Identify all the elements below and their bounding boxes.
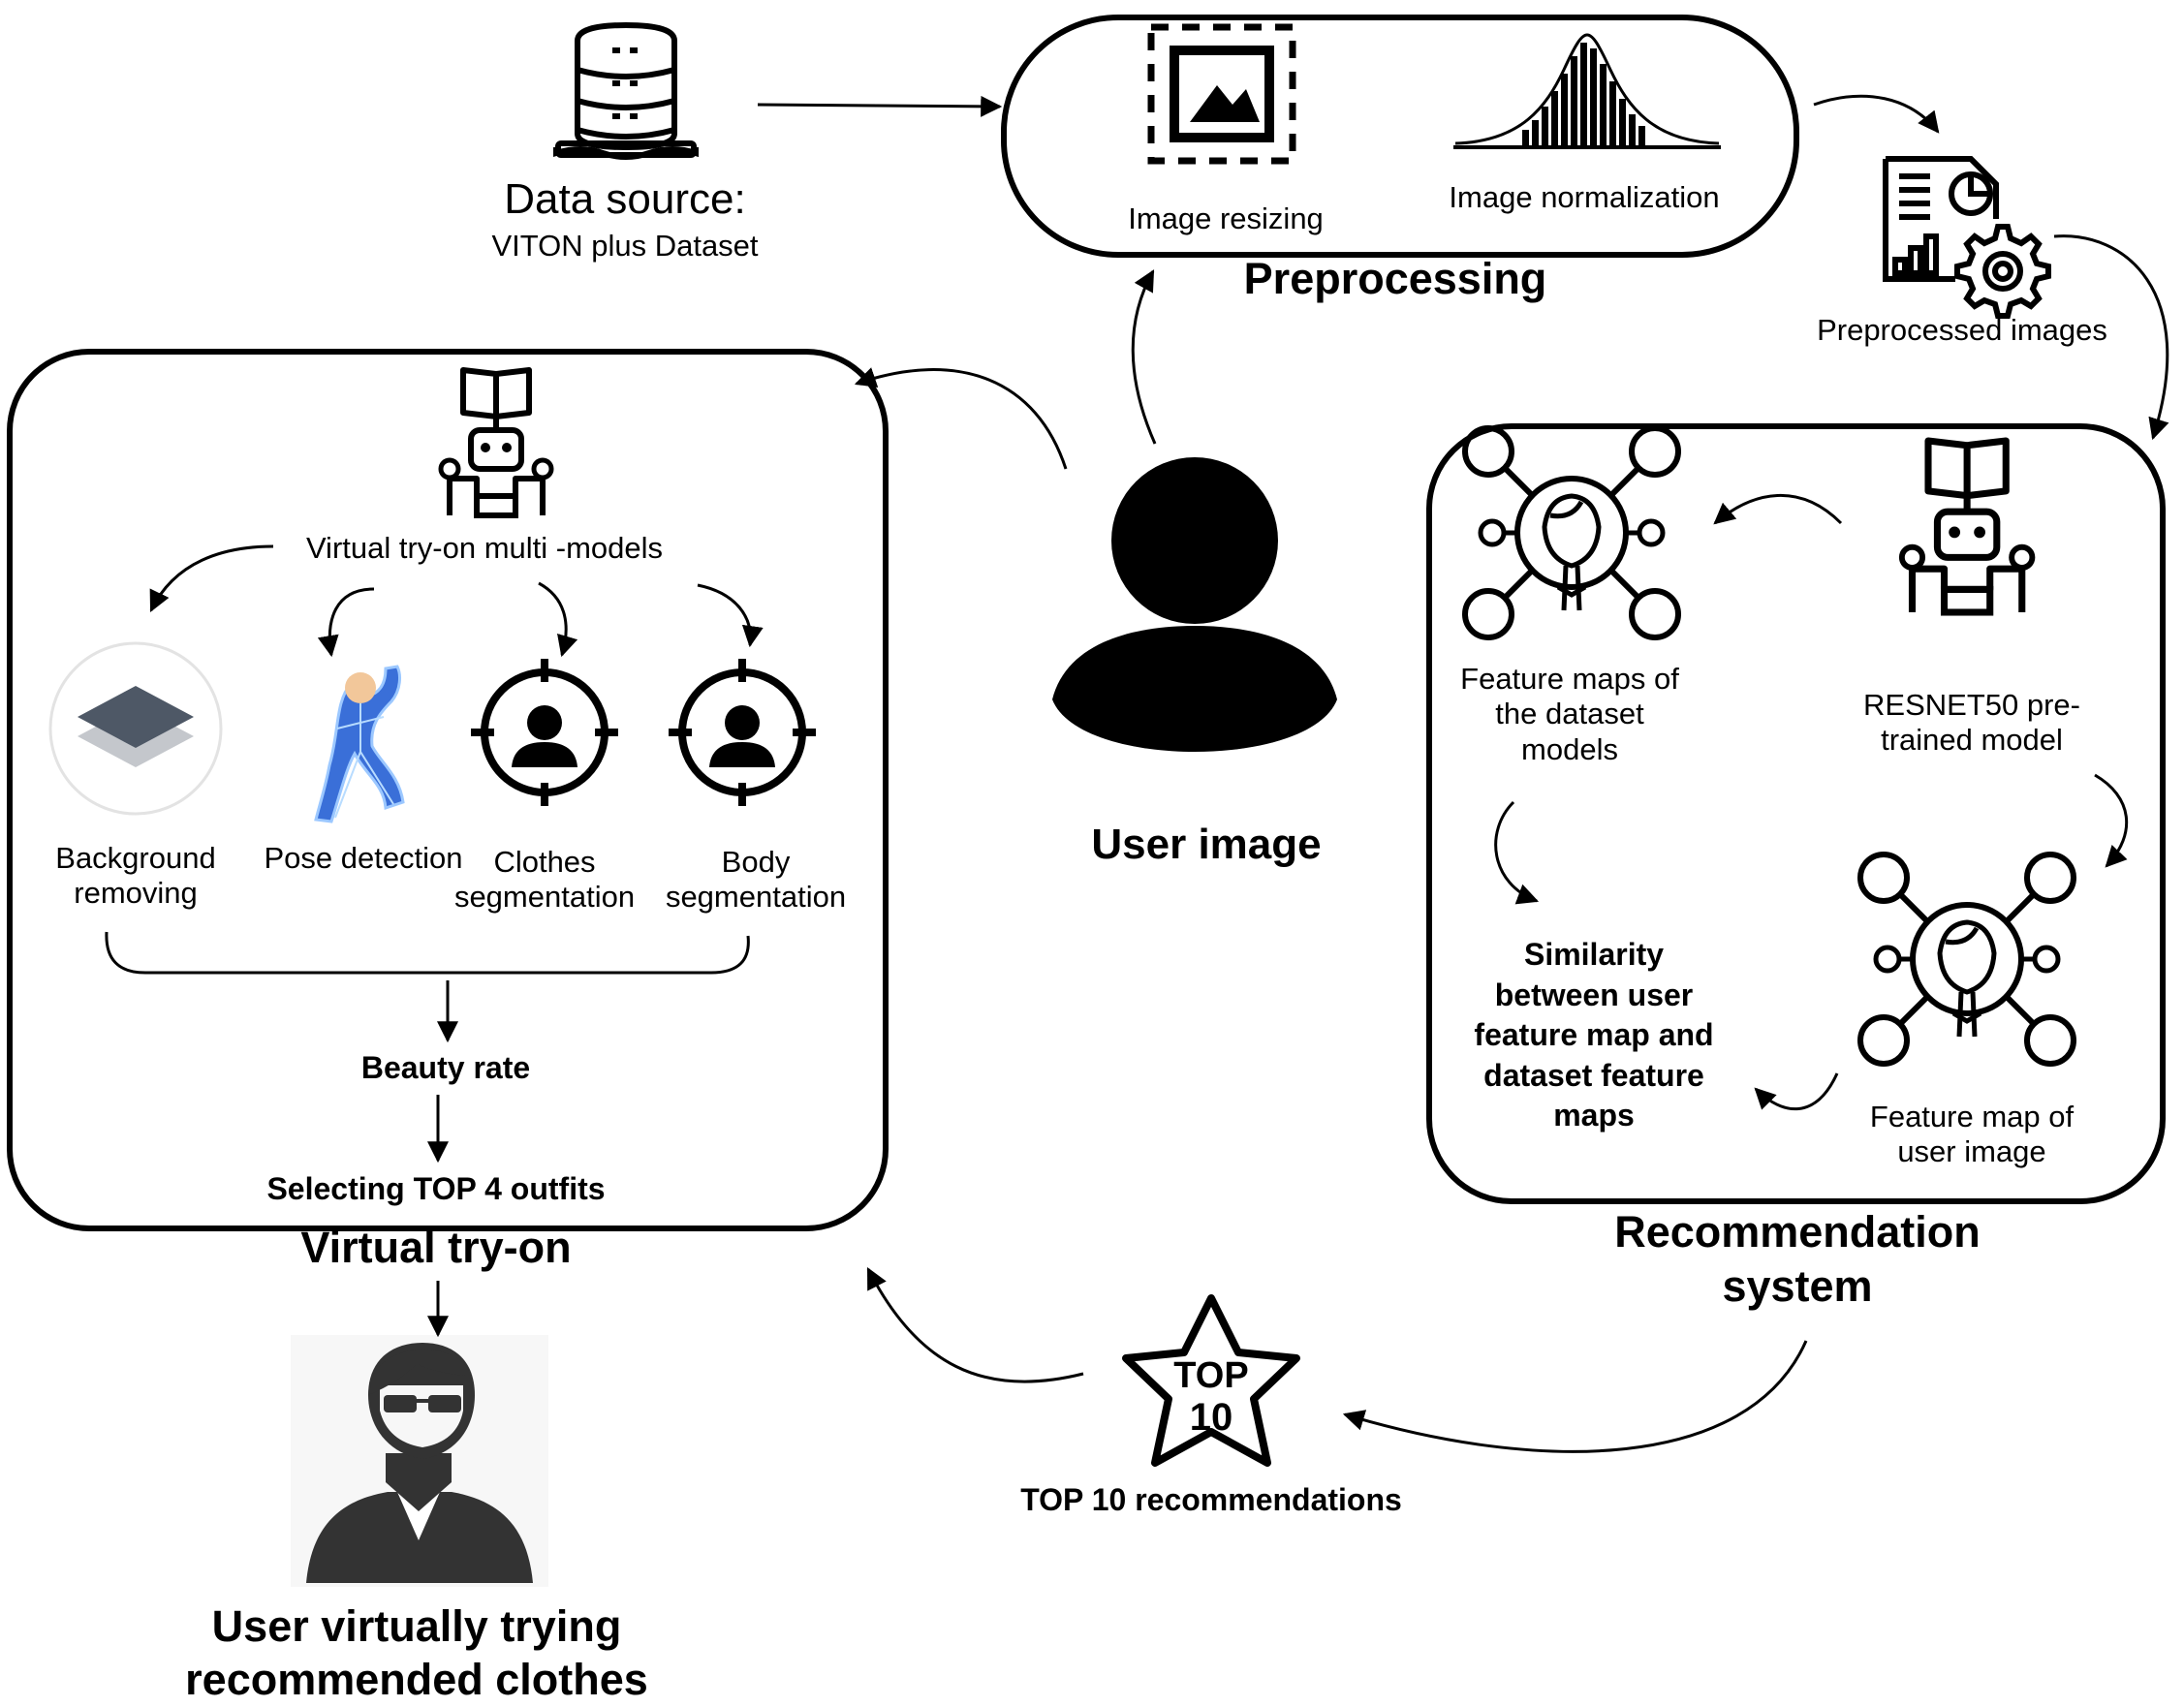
final-caption: User virtually trying recommended clothe… [126,1600,707,1707]
selecting-top4-label: Selecting TOP 4 outfits [266,1171,606,1206]
models-brace [105,931,750,975]
dataset-maps-label: Feature maps of the dataset models [1415,662,1725,767]
similarity-label: Similarity between user feature map and … [1434,935,1754,1136]
background-line-1: Background [55,841,216,875]
similarity-line-4: dataset feature [1483,1057,1704,1093]
clothes-target-icon [471,659,618,806]
model-body-segmentation: Body segmentation [649,845,862,916]
resnet-label: RESNET50 pre- trained model [1822,688,2122,759]
robot-model-icon [441,370,551,515]
pose-line-1: Pose detection [264,841,463,875]
body-target-icon [669,659,816,806]
beauty-rate-label: Beauty rate [360,1050,531,1085]
virtual-tryon-title: Virtual try-on [300,1223,572,1272]
user-map-label: Feature map of user image [1822,1100,2122,1170]
resnet-robot-icon [1902,441,2033,612]
model-pose-detection: Pose detection [247,841,480,876]
resnet-line-1: RESNET50 pre- [1863,688,2080,722]
image-resize-icon [1147,23,1296,165]
model-background-removing: Background removing [29,841,242,912]
user-image-label: User image [1091,821,1322,868]
multi-models-label: Virtual try-on multi -models [305,531,664,565]
flow-arrows [149,94,2169,1453]
dataset-feature-map-icon [1465,428,1678,637]
recommendation-box [1426,423,2166,1204]
report-gear-icon [1883,156,2051,319]
clothes-line-2: segmentation [453,880,636,915]
dataset-maps-line-2: the dataset [1495,697,1644,731]
user-silhouette-icon [1052,457,1337,752]
preprocessing-title: Preprocessing [1243,254,1547,303]
user-map-line-1: Feature map of [1869,1100,2075,1133]
layers-icon [48,641,223,816]
top10-badge-num: 10 [1190,1396,1233,1439]
data-source-title: Data source: [504,175,746,223]
top10-label: TOP 10 recommendations [1020,1482,1402,1517]
background-line-2: removing [74,876,198,911]
histogram-icon [1453,33,1721,149]
dataset-maps-line-1: Feature maps of [1460,662,1679,696]
pose-skeleton-icon [314,665,405,823]
body-line-2: segmentation [665,880,847,915]
similarity-line-2: between user [1494,977,1694,1012]
user-map-line-2: user image [1897,1134,2046,1169]
database-icon [553,21,699,160]
recommendation-title-line-1: Recommendation [1614,1207,1981,1257]
similarity-line-1: Similarity [1523,937,1665,972]
step-image-normalization: Image normalization [1449,180,1720,214]
dataset-maps-line-3: models [1521,731,1618,766]
similarity-line-5: maps [1553,1098,1635,1133]
top10-badge-top: TOP [1173,1355,1248,1396]
preprocessing-box [1001,15,1799,258]
recommendation-title-line-2: system [1722,1261,1873,1312]
clothes-line-1: Clothes [493,845,596,879]
model-clothes-segmentation: Clothes segmentation [436,845,653,916]
data-source-subtitle: VITON plus Dataset [491,229,759,263]
recommendation-title: Recommendation system [1570,1205,2025,1315]
final-caption-line-1: User virtually trying [211,1601,622,1651]
similarity-line-3: feature map and [1474,1017,1714,1053]
user-avatar-icon [291,1335,548,1587]
final-caption-line-2: recommended clothes [185,1654,648,1704]
virtual-tryon-box [7,349,889,1231]
star-badge-icon: TOP 10 [1122,1294,1300,1467]
step-image-resizing: Image resizing [1128,202,1324,235]
body-line-1: Body [721,845,791,879]
resnet-line-2: trained model [1881,723,2063,758]
preprocessed-images-label: Preprocessed images [1817,313,2107,347]
user-feature-map-icon [1860,854,2074,1064]
